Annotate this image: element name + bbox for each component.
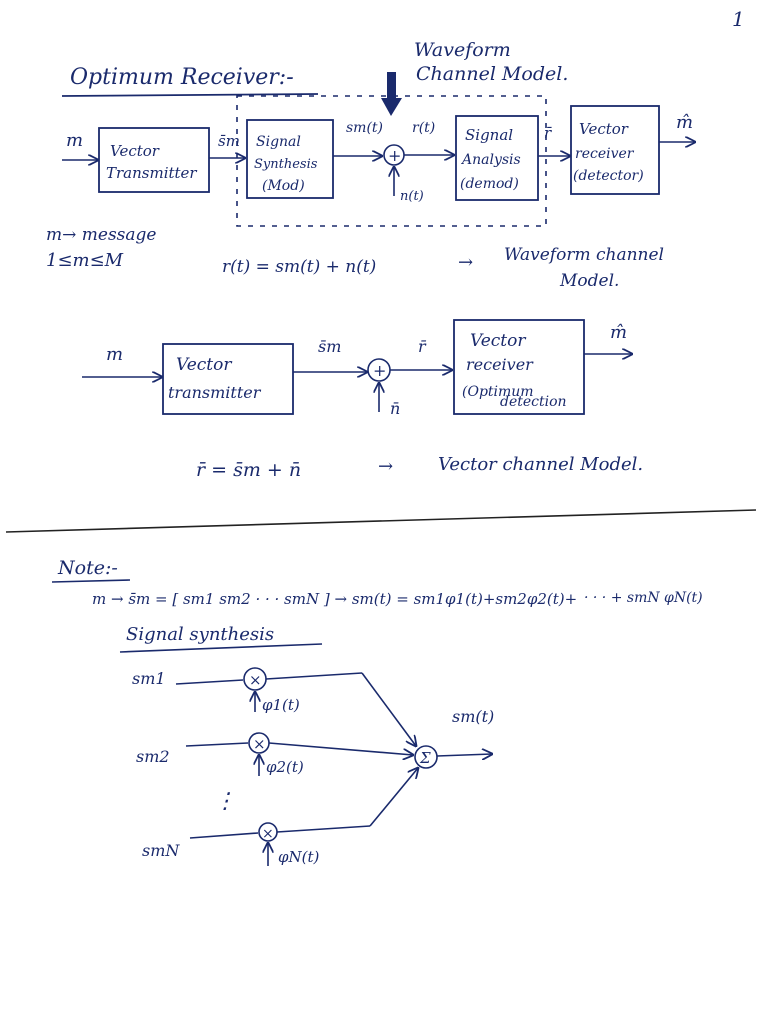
s1-vt-line1: Vector — [110, 142, 160, 160]
annotation-arrow-icon — [381, 72, 402, 116]
s3-subtitle-underline — [119, 643, 323, 653]
s2-output-label: m̂ — [610, 322, 627, 343]
s3-branch1-line-a — [175, 679, 244, 685]
s2-vector-receiver-block — [453, 319, 585, 415]
s1-vr-line2: receiver — [575, 146, 635, 162]
s3-mult-2-symbol: × — [253, 735, 266, 753]
s3-branch1-line-b — [265, 672, 363, 680]
s3-output: sm(t) — [452, 707, 494, 726]
s2-r-bar-label: r̄ — [418, 337, 427, 356]
s1-vr-line3: (detector) — [573, 168, 644, 184]
s3-note-underline — [51, 579, 131, 583]
s3-input-2: sm2 — [136, 747, 170, 766]
s1-equation-arrow: → — [458, 252, 473, 273]
s2-input-label: m — [106, 344, 123, 365]
s3-note-title: Note:- — [57, 557, 118, 579]
s3-output-arrow — [436, 754, 492, 756]
s3-vdots: ⋮ — [214, 789, 236, 814]
page-number: 1 — [732, 7, 745, 31]
s3-input-n: smN — [142, 841, 180, 860]
s1-sa-line1: Signal — [465, 126, 513, 144]
s3-phi2: φ2(t) — [266, 758, 304, 776]
s2-equation-arrow: → — [378, 456, 393, 477]
s2-vr-line3: (Optimum — [462, 384, 534, 400]
s1-sa-line2: Analysis — [460, 152, 521, 168]
s2-equation: r̄ = s̄m + n̄ — [196, 459, 301, 481]
s2-vr-line4: detection — [500, 394, 567, 410]
s1-vector-receiver-block — [570, 105, 660, 195]
s3-sum-symbol: Σ — [419, 749, 431, 767]
s2-vt-line1: Vector — [176, 355, 232, 375]
s3-vector-eq-cont: · · · + smN φN(t) — [584, 590, 703, 606]
s2-sm-bar-label: s̄m — [318, 337, 341, 356]
s1-vector-transmitter-block — [98, 127, 210, 193]
waveform-channel-dashed-box — [236, 95, 547, 227]
s1-vt-line2: Transmitter — [106, 164, 197, 182]
s2-noise-label: n̄ — [390, 399, 400, 418]
section-divider — [5, 509, 757, 533]
s1-signal-synthesis-block — [246, 119, 334, 199]
s1-adder-symbol: + — [388, 146, 401, 165]
s1-note-range: 1≤m≤M — [46, 250, 124, 271]
s3-mult-n-symbol: × — [262, 826, 274, 842]
s2-adder-symbol: + — [373, 361, 386, 380]
s1-vr-line1: Vector — [579, 120, 629, 138]
s1-smt-label: sm(t) — [346, 120, 383, 136]
s1-noise-label: n(t) — [400, 189, 424, 204]
s1-r-bar-label: r̄ — [544, 124, 552, 142]
s1-sm-bar-label: s̄m — [218, 132, 240, 150]
section1-title-underline — [61, 93, 319, 97]
section1-title: Optimum Receiver:- — [70, 65, 294, 90]
s1-input-label: m — [66, 130, 83, 151]
s3-subtitle: Signal synthesis — [126, 624, 274, 645]
s3-branch2-line-a — [185, 742, 249, 747]
s1-equation-note1: Waveform channel — [504, 245, 664, 265]
s1-ss-line1: Signal — [256, 134, 301, 150]
s1-equation-note2: Model. — [559, 271, 619, 291]
s1-ss-line3: (Mod) — [262, 178, 305, 194]
s3-branchN-to-sum — [369, 768, 418, 827]
s3-mult-1-symbol: × — [249, 671, 262, 689]
s1-note-message: m→ message — [46, 225, 156, 245]
s3-branchN-line-b — [276, 825, 371, 833]
s3-branchN-line-a — [189, 832, 259, 839]
s2-vt-line2: transmitter — [168, 383, 262, 402]
s3-vector-eq: m → s̄m = [ sm1 sm2 · · · smN ] → sm(t) … — [92, 590, 577, 608]
s3-phiN: φN(t) — [278, 848, 320, 866]
s3-summer — [414, 745, 438, 769]
s3-branch2-to-sum — [268, 742, 413, 755]
s2-equation-note: Vector channel Model. — [438, 454, 643, 475]
s2-vr-line1: Vector — [470, 331, 526, 351]
s2-vr-line2: receiver — [466, 355, 534, 374]
s3-phi1: φ1(t) — [262, 696, 300, 714]
s1-output-label: m̂ — [676, 112, 693, 133]
s3-branch1-to-sum — [361, 672, 416, 746]
annotation-channel-model: Channel Model. — [416, 63, 568, 85]
s1-rt-label: r(t) — [412, 120, 435, 136]
s3-input-1: sm1 — [132, 669, 166, 688]
s2-vector-transmitter-block — [162, 343, 294, 415]
s1-equation: r(t) = sm(t) + n(t) — [222, 257, 376, 277]
s1-ss-line2: Synthesis — [254, 157, 318, 172]
s1-sa-line3: (demod) — [460, 176, 519, 192]
s1-signal-analysis-block — [455, 115, 539, 201]
annotation-waveform: Waveform — [414, 39, 511, 61]
